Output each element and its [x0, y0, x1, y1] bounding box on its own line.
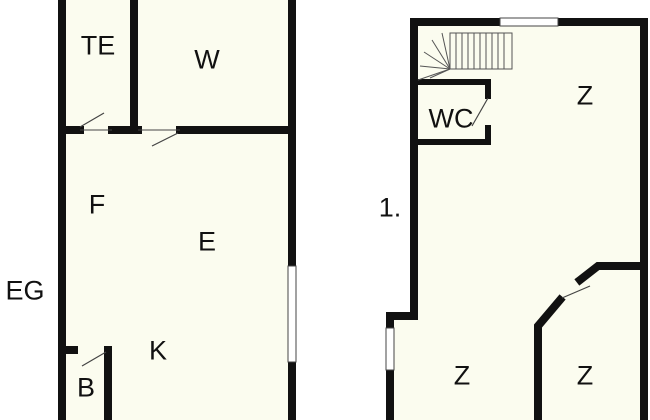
room-label-b: B [76, 372, 96, 403]
staircase [417, 32, 513, 81]
room-label-wc: WC [428, 103, 474, 134]
stair-winder [419, 65, 451, 70]
door-te [79, 112, 105, 128]
window-north [499, 17, 559, 27]
stair-winder [441, 32, 451, 70]
stair-run [449, 32, 513, 70]
floor-label-eg: EG [5, 275, 45, 306]
room-label-f: F [88, 189, 106, 220]
room-label-e: E [197, 226, 217, 257]
room-label-w: W [194, 44, 220, 75]
window-west [385, 327, 395, 371]
stair-winder [429, 68, 451, 79]
wall-z-partition-lower [534, 294, 566, 420]
door-z-right [561, 285, 591, 299]
door-wc [471, 97, 489, 127]
upper-floor-fill [390, 22, 644, 420]
room-label-z-north: Z [576, 80, 594, 111]
window-east [287, 265, 297, 363]
stair-winder [423, 51, 451, 70]
room-label-te: TE [80, 30, 116, 61]
wall-z-partition-upper [574, 262, 648, 286]
room-label-z-southeast: Z [576, 360, 594, 391]
room-label-z-southwest: Z [453, 360, 471, 391]
door-bath [81, 351, 107, 367]
room-fek-floor [62, 130, 292, 420]
room-label-k: K [148, 335, 168, 366]
door-w [151, 132, 179, 147]
stair-winder [417, 68, 451, 81]
stair-winder [431, 39, 451, 70]
upper-floor-plan [385, 17, 648, 420]
ground-floor-plan [58, 0, 297, 420]
room-te-floor [62, 0, 134, 130]
floor-label-1: 1. [378, 192, 402, 223]
room-w-floor [134, 0, 292, 130]
